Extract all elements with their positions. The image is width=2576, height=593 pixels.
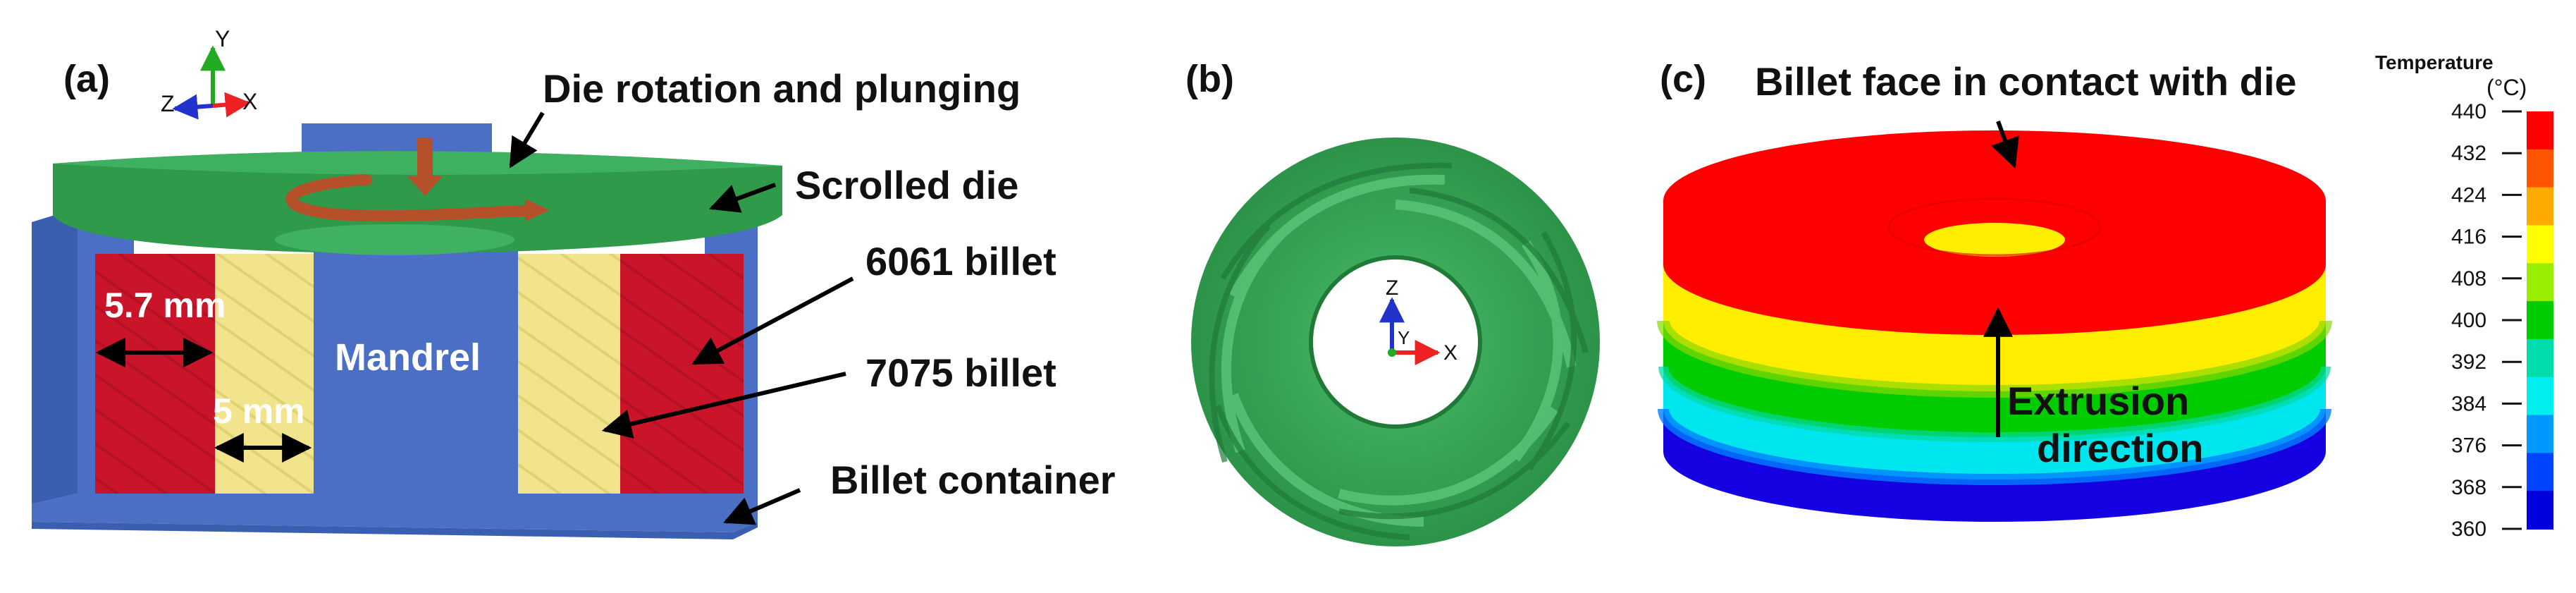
legend-swatch xyxy=(2527,377,2553,416)
die-motion-label: Die rotation and plunging xyxy=(543,66,1021,111)
leader-die-motion xyxy=(509,111,545,169)
legend-swatch xyxy=(2527,301,2553,340)
billet-7075-left xyxy=(215,254,314,494)
dim-7075-label: 5 mm xyxy=(213,391,305,431)
legend-unit: (°C) xyxy=(2486,75,2527,100)
legend-tick-label: 392 xyxy=(2451,350,2486,374)
legend-tick-label: 424 xyxy=(2451,183,2486,207)
legend-swatches xyxy=(2527,111,2553,530)
extrusion-label-1: Extrusion xyxy=(2007,379,2189,423)
billet-7075-right xyxy=(518,254,620,494)
x-axis-label: X xyxy=(242,89,257,114)
billet-7075-label: 7075 billet xyxy=(865,350,1056,395)
rotation-arrow xyxy=(285,137,550,222)
leader-container xyxy=(723,488,801,525)
panel-b-label: (b) xyxy=(1185,58,1234,100)
mandrel xyxy=(314,243,518,494)
legend-swatch xyxy=(2527,491,2553,530)
billet-6061-right xyxy=(620,254,744,494)
legend-tick-label: 360 xyxy=(2451,518,2486,541)
container-label: Billet container xyxy=(830,458,1116,502)
leader-contact-face xyxy=(1991,120,2019,169)
scrolled-die-top-view xyxy=(1191,137,1600,546)
legend-ticks: 440 432 424 416 408 400 392 384 376 368 360 xyxy=(2451,100,2522,541)
legend-swatch xyxy=(2527,338,2553,378)
leader-scrolled-die xyxy=(709,183,777,213)
dim-6061-label: 5.7 mm xyxy=(104,286,226,325)
legend-tick-label: 376 xyxy=(2451,434,2486,458)
legend-swatch xyxy=(2527,187,2553,226)
z-axis-arrow xyxy=(172,94,214,120)
legend-tick-label: 416 xyxy=(2451,226,2486,249)
panel-a: (a) Y Z X xyxy=(32,26,1116,539)
legend-tick-label: 432 xyxy=(2451,142,2486,165)
z-axis-label-b: Z xyxy=(1386,276,1398,300)
legend-swatch xyxy=(2527,225,2553,264)
panel-b: (b) xyxy=(1185,58,1600,546)
mandrel-label: Mandrel xyxy=(335,336,481,379)
legend-tick-label: 408 xyxy=(2451,267,2486,291)
legend-tick-label: 368 xyxy=(2451,476,2486,499)
legend-tick-label: 440 xyxy=(2451,100,2486,123)
legend-swatch xyxy=(2527,111,2553,150)
legend-tick-label: 384 xyxy=(2451,392,2486,415)
billet-hole xyxy=(1924,223,2065,257)
z-axis-label: Z xyxy=(161,91,175,116)
legend-swatch xyxy=(2527,263,2553,302)
y-axis-label-b: Y xyxy=(1398,327,1410,348)
scrolled-die-label: Scrolled die xyxy=(795,163,1018,207)
leader-7075 xyxy=(601,372,846,439)
y-axis-label: Y xyxy=(215,26,230,51)
temperature-legend: Temperature (°C) 440 432 424 416 408 400 392 38… xyxy=(2375,51,2553,541)
panel-c-label: (c) xyxy=(1660,58,1706,100)
billet-temperature-cylinder xyxy=(1657,130,2332,522)
legend-tick-label: 400 xyxy=(2451,309,2486,332)
leader-6061 xyxy=(691,276,854,365)
panel-a-label: (a) xyxy=(63,58,110,100)
axis-triad-a: Y Z X xyxy=(161,26,257,120)
billet-6061-left xyxy=(95,254,215,494)
axis-triad-b: Z Y X xyxy=(1379,276,1458,365)
billet-6061-label: 6061 billet xyxy=(865,239,1056,283)
legend-title: Temperature xyxy=(2375,51,2494,73)
panel-c: (c) Billet face in contact with die Extr… xyxy=(1657,58,2332,522)
legend-swatch xyxy=(2527,149,2553,188)
y-axis-dot-b xyxy=(1388,348,1396,357)
x-axis-label-b: X xyxy=(1443,341,1458,365)
extrusion-label-2: direction xyxy=(2037,426,2203,470)
legend-swatch xyxy=(2527,415,2553,454)
x-axis-arrow xyxy=(212,92,251,118)
contact-face-label: Billet face in contact with die xyxy=(1755,59,2297,104)
legend-swatch xyxy=(2527,453,2553,492)
